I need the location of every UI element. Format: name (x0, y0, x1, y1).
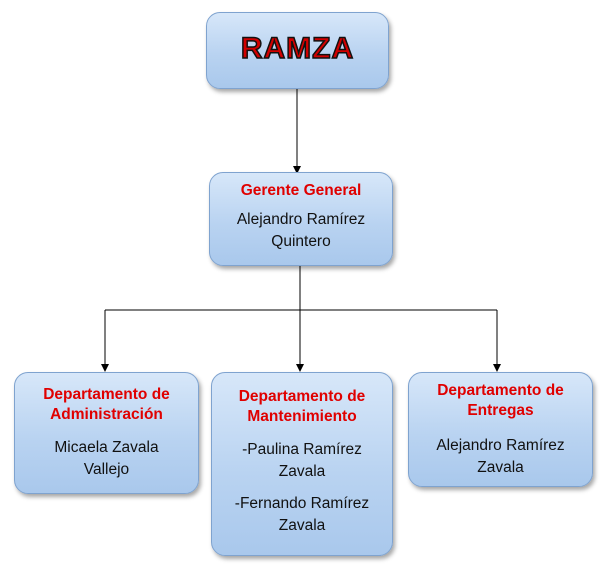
department-person: -Paulina Ramírez Zavala (242, 441, 362, 480)
manager-node: Gerente General Alejandro Ramírez Quinte… (209, 172, 393, 266)
department-title: Departamento de Entregas (437, 382, 564, 419)
department-node-mantenimiento: Departamento de Mantenimiento -Paulina R… (211, 372, 393, 556)
department-person: Micaela Zavala Vallejo (54, 439, 159, 478)
root-node: RAMZA (206, 12, 389, 89)
root-label: RAMZA (240, 31, 355, 66)
department-title: Departamento de Administración (43, 386, 170, 423)
department-node-entregas: Departamento de Entregas Alejandro Ramír… (408, 372, 593, 487)
department-person: Alejandro Ramírez Zavala (436, 437, 565, 476)
department-title: Departamento de Mantenimiento (238, 388, 366, 425)
manager-title: Gerente General (240, 182, 362, 199)
department-person: -Fernando Ramírez Zavala (234, 495, 370, 534)
manager-person: Alejandro Ramírez Quintero (236, 211, 366, 250)
department-node-administracion: Departamento de Administración Micaela Z… (14, 372, 199, 494)
